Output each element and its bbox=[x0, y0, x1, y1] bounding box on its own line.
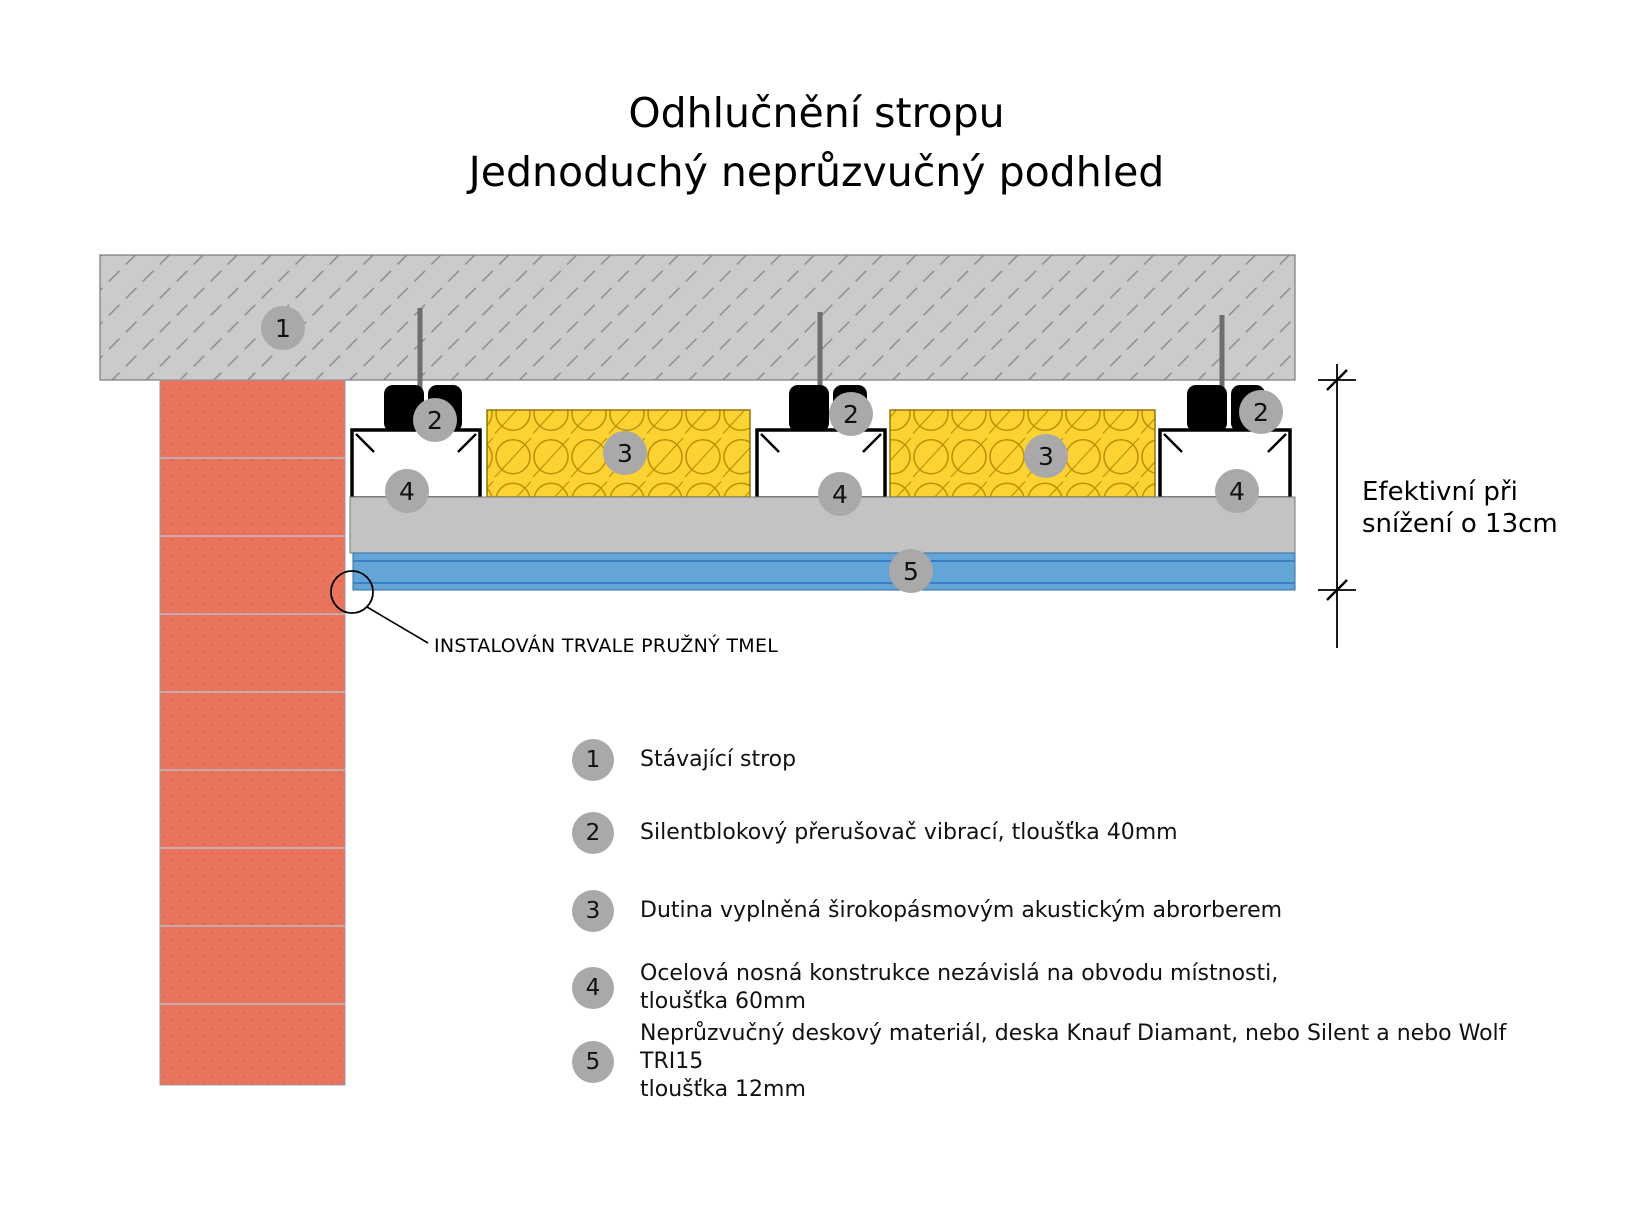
brick-wall bbox=[159, 379, 346, 1086]
badge-4-frame: 4 bbox=[818, 472, 862, 516]
badge-number: 1 bbox=[275, 314, 291, 343]
soundproof-board-layer bbox=[352, 552, 1296, 591]
title-line-2: Jednoduchý neprůzvučný podhled bbox=[468, 148, 1165, 196]
badge-number: 2 bbox=[427, 406, 443, 435]
legend-text-4: Ocelová nosná konstrukce nezávislá na ob… bbox=[640, 961, 1279, 1014]
legend-number: 3 bbox=[585, 898, 601, 924]
badge-circle bbox=[603, 431, 647, 475]
silentblock bbox=[1187, 385, 1227, 432]
sealant-callout: INSTALOVÁN TRVALE PRUŽNÝ TMEL bbox=[330, 570, 778, 657]
badge-circle bbox=[1024, 434, 1068, 478]
legend-item-2: 2 Silentblokový přerušovač vibrací, tlou… bbox=[572, 812, 1178, 854]
legend-text-2: Silentblokový přerušovač vibrací, tloušť… bbox=[640, 820, 1178, 845]
callout-circle bbox=[330, 570, 374, 614]
callout-leader-line bbox=[366, 606, 429, 644]
badge-circle bbox=[385, 469, 429, 513]
title-line-1: Odhlučnění stropu bbox=[628, 89, 1005, 137]
legend-text-1: Stávající strop bbox=[640, 747, 797, 772]
badge-number: 3 bbox=[617, 439, 633, 468]
badge-number: 4 bbox=[1229, 477, 1245, 506]
badge-number: 2 bbox=[843, 400, 859, 429]
silentblock bbox=[789, 385, 829, 432]
dimension-line bbox=[1318, 364, 1356, 648]
badge-circle bbox=[889, 549, 933, 593]
dimension-tick-top bbox=[1326, 369, 1348, 391]
legend-number: 4 bbox=[585, 975, 601, 1001]
badge-2-isolator: 2 bbox=[829, 392, 873, 436]
legend-badge-5: 5 bbox=[572, 1041, 614, 1083]
absorber-batt bbox=[486, 409, 751, 498]
legend-text-5: Neprůzvučný deskový materiál, deska Knau… bbox=[640, 1021, 1507, 1102]
legend-item-5: 5 Neprůzvučný deskový materiál, deska Kn… bbox=[572, 1020, 1520, 1104]
badge-number: 4 bbox=[832, 480, 848, 509]
legend-item-3: 3 Dutina vyplněná širokopásmovým akustic… bbox=[572, 890, 1282, 932]
legend-number: 1 bbox=[585, 747, 601, 773]
badge-number: 3 bbox=[1038, 442, 1054, 471]
dimension-tick-bottom bbox=[1326, 579, 1348, 601]
badge-circle bbox=[261, 306, 305, 350]
badge-1-slab: 1 bbox=[261, 306, 305, 350]
badge-4-frame: 4 bbox=[385, 469, 429, 513]
badge-2-isolator: 2 bbox=[1239, 390, 1283, 434]
badge-circle bbox=[818, 472, 862, 516]
legend-item-1: 1 Stávající strop bbox=[572, 739, 796, 781]
legend-number: 2 bbox=[585, 820, 601, 846]
board-seam-lines bbox=[353, 560, 1295, 584]
legend-badge-2: 2 bbox=[572, 812, 614, 854]
badge-2-isolator: 2 bbox=[413, 398, 457, 442]
brick-joint-lines bbox=[160, 457, 345, 1005]
badge-number: 5 bbox=[903, 557, 919, 586]
absorber-batt bbox=[889, 409, 1156, 498]
dimension-label-line-1: Efektivní při bbox=[1362, 477, 1518, 507]
legend-badge-1: 1 bbox=[572, 739, 614, 781]
page-title: Odhlučnění stropu Jednoduchý neprůzvučný… bbox=[0, 84, 1633, 202]
callout-label: INSTALOVÁN TRVALE PRUŽNÝ TMEL bbox=[434, 634, 778, 657]
badge-3-absorber: 3 bbox=[1024, 434, 1068, 478]
badge-5-board: 5 bbox=[889, 549, 933, 593]
badge-circle bbox=[1215, 469, 1259, 513]
badge-number: 2 bbox=[1253, 398, 1269, 427]
legend-item-4: 4 Ocelová nosná konstrukce nezávislá na … bbox=[572, 960, 1278, 1016]
legend-text-3: Dutina vyplněná širokopásmovým akustický… bbox=[640, 898, 1283, 923]
brick-wall-body bbox=[159, 379, 346, 1086]
legend-badge-3: 3 bbox=[572, 890, 614, 932]
legend-badge-4: 4 bbox=[572, 967, 614, 1009]
badge-circle bbox=[829, 392, 873, 436]
dimension-label-line-2: snížení o 13cm bbox=[1362, 509, 1558, 539]
badge-circle bbox=[1239, 390, 1283, 434]
c-channel-lips bbox=[355, 433, 1287, 453]
badge-number: 4 bbox=[399, 477, 415, 506]
badge-4-frame: 4 bbox=[1215, 469, 1259, 513]
soundproof-board bbox=[352, 552, 1296, 591]
badge-circle bbox=[413, 398, 457, 442]
legend-number: 5 bbox=[585, 1049, 601, 1075]
badge-3-absorber: 3 bbox=[603, 431, 647, 475]
